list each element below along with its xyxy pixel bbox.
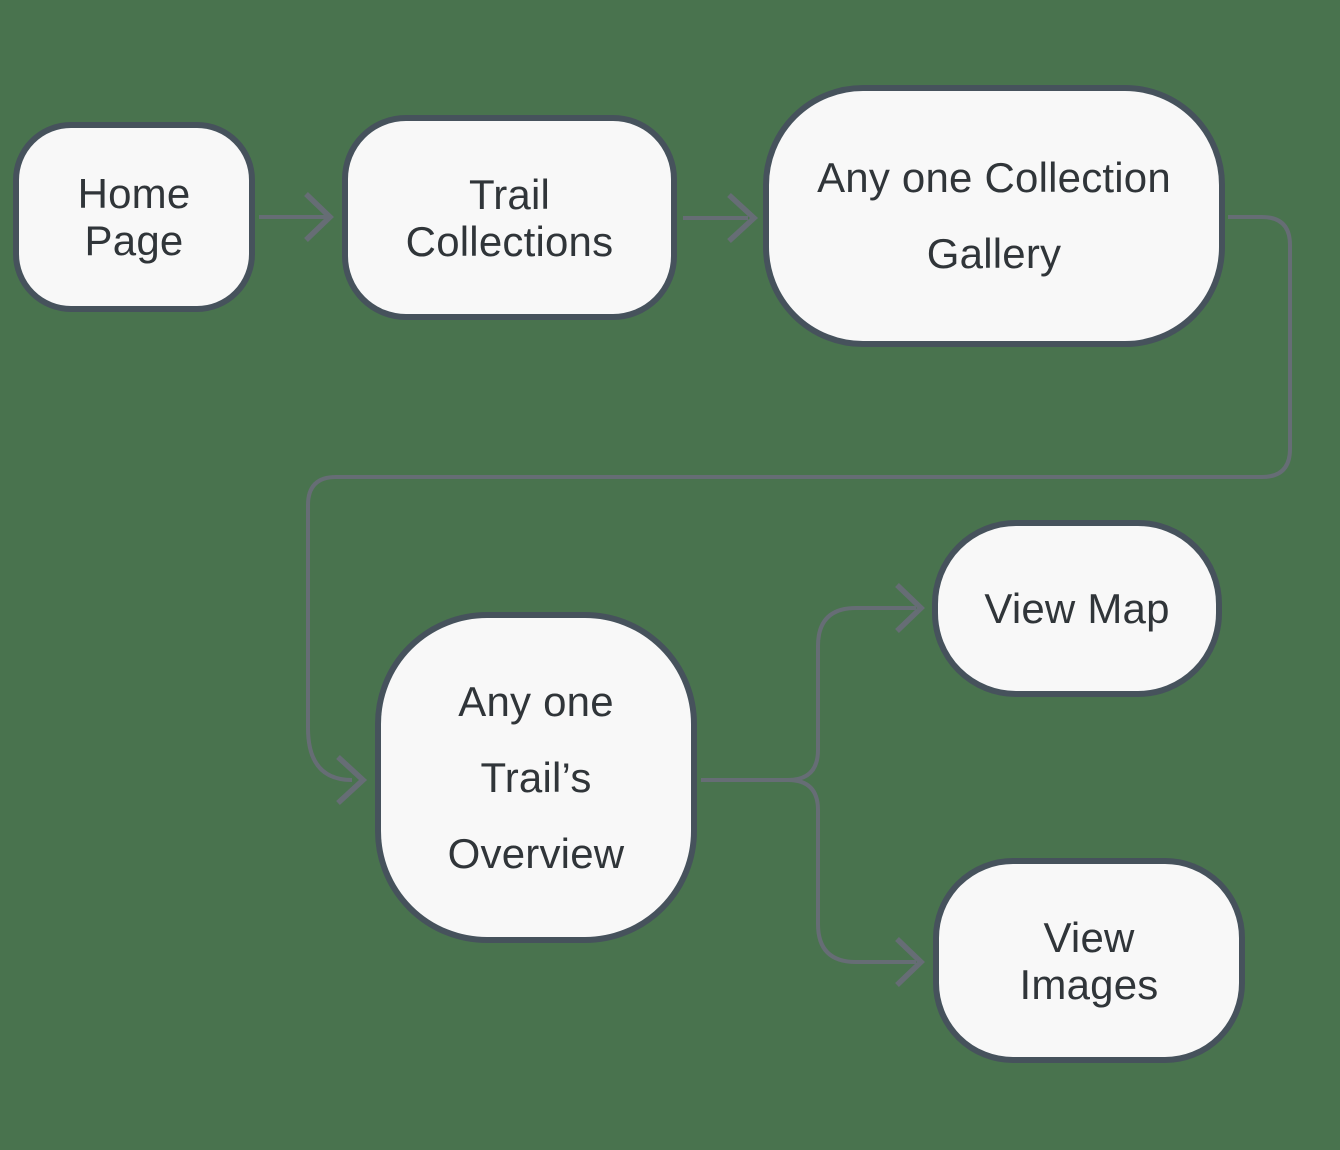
node-label-line: Page <box>84 217 184 264</box>
node-label-line: Trail’s <box>480 753 592 801</box>
arrowhead-right-icon <box>727 192 759 244</box>
edge-gallery-to-overview <box>306 215 1292 782</box>
node-trail-collections[interactable]: Trail Collections <box>342 115 677 320</box>
node-label-line: Home <box>77 170 191 217</box>
node-collection-gallery[interactable]: Any one Collection Gallery <box>763 85 1225 347</box>
node-home-page[interactable]: Home Page <box>13 122 255 312</box>
node-view-images[interactable]: View Images <box>933 858 1245 1063</box>
node-trail-overview[interactable]: Any one Trail’s Overview <box>375 612 697 943</box>
node-label-line: View Map <box>984 585 1170 632</box>
node-view-map[interactable]: View Map <box>932 520 1222 697</box>
node-label-line: Overview <box>447 829 625 877</box>
arrowhead-right-icon <box>895 583 925 633</box>
node-label-line: Images <box>1019 960 1159 1008</box>
arrowhead-right-icon <box>336 754 368 806</box>
node-label-line: View <box>1043 913 1135 961</box>
node-label-line: Collections <box>405 217 614 265</box>
edge-overview-to-map <box>787 606 916 782</box>
node-label-line: Trail <box>468 170 551 218</box>
node-label-line: Any one Collection <box>817 154 1171 201</box>
node-label-line: Gallery <box>926 230 1062 277</box>
node-label-line: Any one <box>458 677 614 725</box>
arrowhead-right-icon <box>895 937 925 987</box>
edge-overview-to-images <box>787 778 916 964</box>
arrowhead-right-icon <box>304 192 334 242</box>
